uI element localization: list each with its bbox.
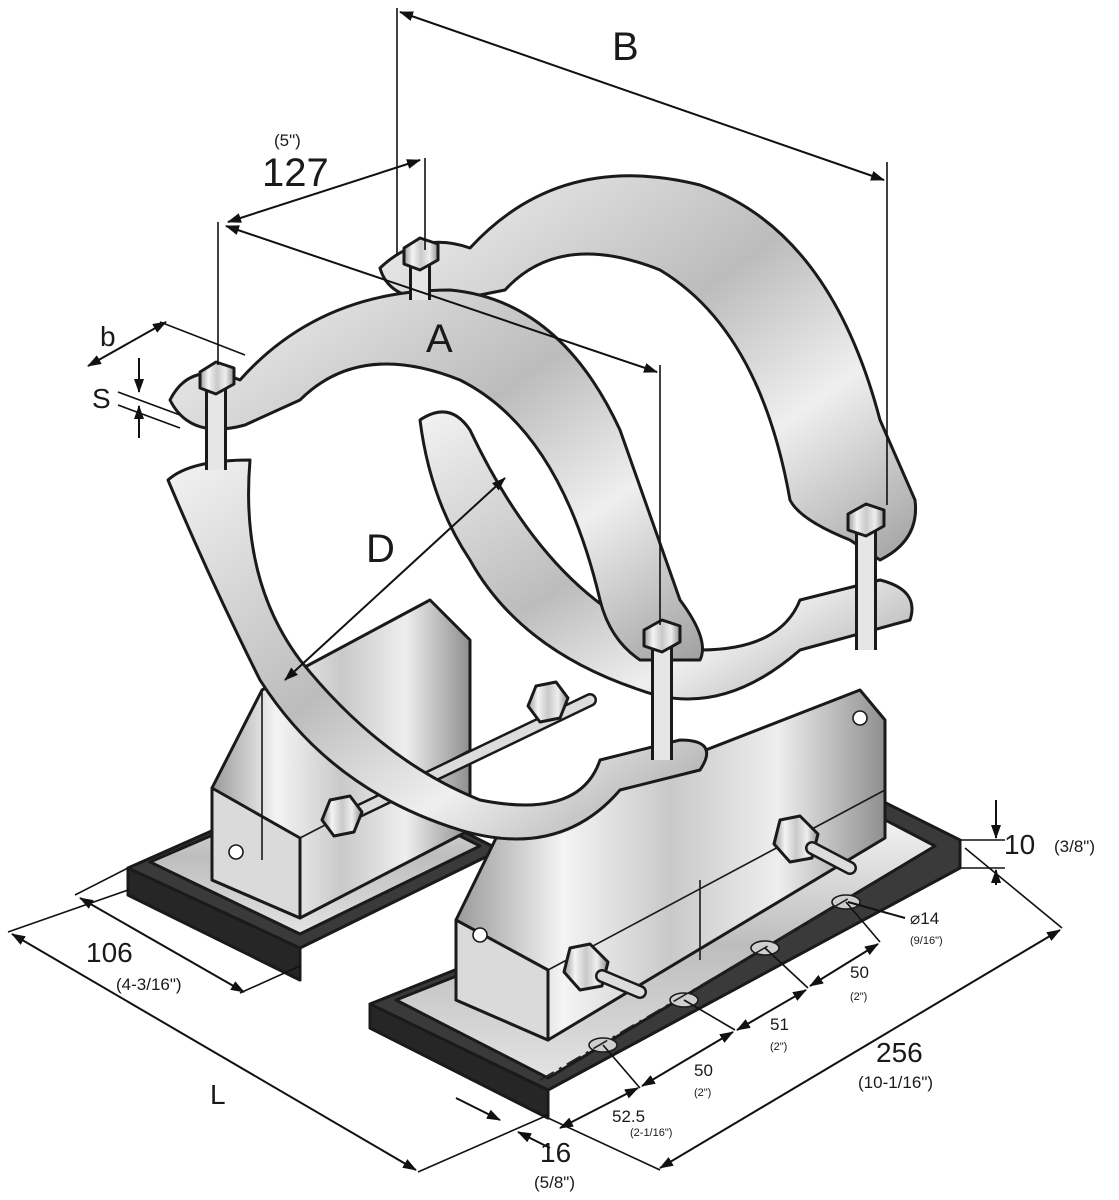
label-B: B	[612, 25, 639, 69]
label-S: S	[92, 383, 111, 414]
label-L: L	[210, 1079, 226, 1110]
label-pitch-2: 51	[770, 1015, 789, 1034]
label-pitch-1-in: (2")	[850, 991, 867, 1003]
label-10-in: (3/8")	[1054, 837, 1095, 856]
hex-nut	[772, 814, 857, 875]
label-127-in: (5")	[274, 131, 301, 150]
label-b: b	[100, 321, 116, 352]
dimension-lines	[7, 8, 1063, 1173]
label-edge-in: (2-1/16")	[630, 1127, 672, 1139]
hex-nut	[562, 942, 647, 999]
label-pitch-2-in: (2")	[770, 1041, 787, 1053]
bolt	[642, 618, 682, 760]
bolt	[198, 360, 236, 470]
label-16-in: (5/8")	[534, 1173, 575, 1192]
hex-nut	[526, 680, 570, 724]
dimension-labels: B (5") 127 A D b S 106 (4-3/16") L 10 (3…	[86, 25, 1095, 1192]
label-10: 10	[1004, 829, 1035, 860]
hex-nut	[320, 794, 364, 838]
label-106: 106	[86, 937, 133, 968]
label-A: A	[426, 317, 453, 361]
label-hole-in: (9/16")	[910, 935, 943, 947]
label-hole: ⌀14	[910, 909, 939, 928]
label-D: D	[366, 527, 395, 571]
label-106-in: (4-3/16")	[116, 975, 182, 994]
label-256-in: (10-1/16")	[858, 1073, 933, 1092]
label-256: 256	[876, 1037, 923, 1068]
label-pitch-1: 50	[850, 963, 869, 982]
front-clamp-lower	[166, 458, 709, 841]
label-16: 16	[540, 1137, 571, 1168]
label-pitch-3-in: (2")	[694, 1087, 711, 1099]
label-127: 127	[262, 151, 329, 195]
label-edge: 52.5	[612, 1107, 645, 1126]
bolt	[846, 502, 886, 650]
label-pitch-3: 50	[694, 1061, 713, 1080]
